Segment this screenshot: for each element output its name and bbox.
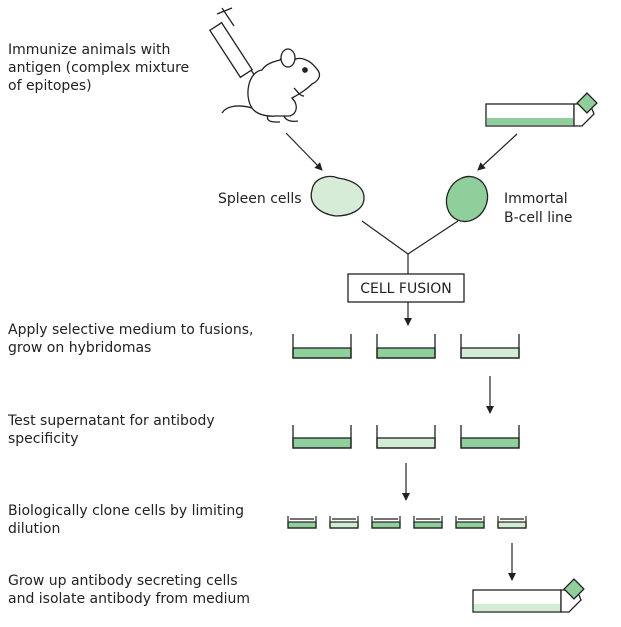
small-well xyxy=(413,516,443,529)
well-row-clone xyxy=(287,516,527,529)
step-clone-cells-text: Biologically clone cells by limiting dil… xyxy=(8,503,245,537)
arrow-mouse-to-spleen xyxy=(285,132,323,171)
bcell-line-label: B-cell line xyxy=(504,210,572,226)
arrow-flask-to-bcell xyxy=(477,133,518,171)
small-well xyxy=(497,516,527,529)
culture-well xyxy=(292,425,352,449)
culture-well xyxy=(292,334,352,359)
small-well xyxy=(287,516,317,529)
culture-well xyxy=(460,334,520,359)
small-well xyxy=(455,516,485,529)
spleen-cells-blob xyxy=(310,175,365,217)
step-selective-medium-text: Apply selective medium to fusions, grow … xyxy=(8,322,254,356)
culture-well xyxy=(376,334,436,359)
fusion-lines xyxy=(361,220,459,274)
mouse-icon xyxy=(221,48,321,123)
step-grow-isolate-text: Grow up antibody secreting cells and iso… xyxy=(8,573,251,607)
culture-well xyxy=(460,425,520,449)
bcell-line-blob xyxy=(445,175,489,223)
spleen-cells-label: Spleen cells xyxy=(218,191,302,207)
well-row-test xyxy=(292,425,520,449)
syringe-icon xyxy=(208,7,267,93)
immortal-label: Immortal xyxy=(504,191,568,207)
step-test-supernatant-text: Test supernatant for antibody specificit… xyxy=(8,413,215,447)
cell-fusion-box xyxy=(347,273,465,303)
culture-flask-icon xyxy=(485,92,598,127)
culture-flask-icon xyxy=(472,578,585,613)
culture-well xyxy=(376,425,436,449)
step-immunize-text: Immunize animals with antigen (complex m… xyxy=(8,42,190,94)
small-well xyxy=(371,516,401,529)
well-row-selective xyxy=(292,334,520,359)
small-well xyxy=(329,516,359,529)
cell-fusion-label: CELL FUSION xyxy=(360,281,451,297)
